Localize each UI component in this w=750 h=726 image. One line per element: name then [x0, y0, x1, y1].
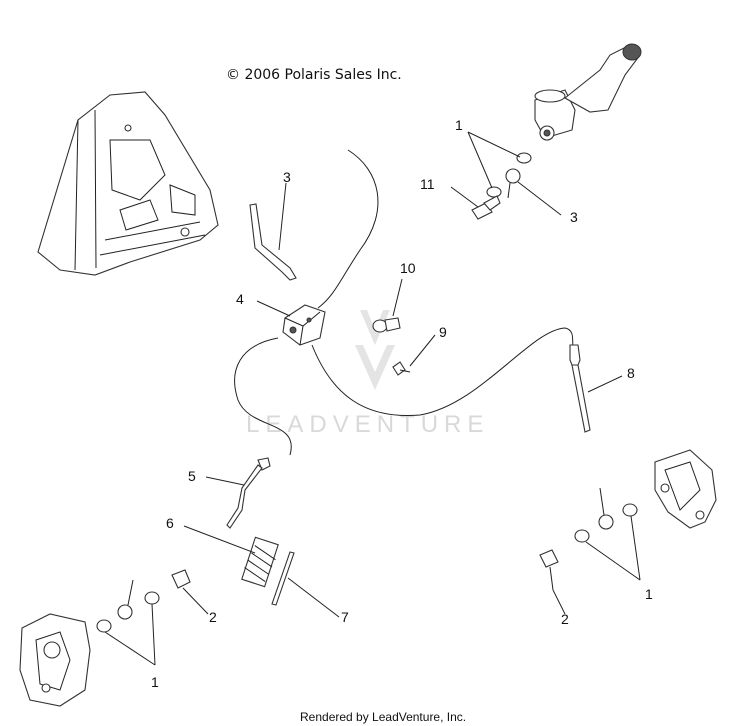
- spring-part: [241, 536, 279, 588]
- callout-3-left: 3: [283, 169, 291, 185]
- bolt-part: [372, 317, 401, 333]
- washer-part: [622, 503, 638, 517]
- callout-5: 5: [188, 468, 196, 484]
- banjo-fitting-part: [505, 168, 521, 199]
- callout-7: 7: [341, 609, 349, 625]
- brake-caliper-left-part: [19, 613, 91, 707]
- brake-hose-line: [311, 327, 574, 417]
- callout-4: 4: [236, 291, 244, 307]
- banjo-fitting-part: [598, 487, 614, 530]
- callout-10: 10: [400, 260, 416, 276]
- watermark: LEADVENTURE: [246, 310, 489, 438]
- master-cylinder-part: [534, 43, 642, 141]
- watermark-text: LEADVENTURE: [246, 411, 489, 438]
- screw-part: [392, 361, 411, 376]
- washer-part: [516, 152, 532, 164]
- callout-8: 8: [627, 365, 635, 381]
- callout-1-top: 1: [455, 117, 463, 133]
- pin-part: [271, 551, 295, 606]
- washer-part: [486, 186, 502, 198]
- callout-9: 9: [439, 324, 447, 340]
- callout-2-left: 2: [209, 609, 217, 625]
- brake-line-rear-part: [569, 344, 591, 433]
- washer-part: [96, 619, 112, 633]
- callout-11: 11: [420, 176, 435, 192]
- banjo-bolt-part: [539, 549, 559, 591]
- washer-part: [144, 591, 160, 605]
- frame-panel-part: [37, 91, 219, 276]
- banjo-fitting-part: [117, 579, 134, 620]
- brake-hose-line: [234, 337, 292, 456]
- banjo-bolt-part: [471, 195, 501, 220]
- footer-text: Rendered by LeadVenture, Inc.: [300, 710, 466, 724]
- brake-hose-line: [317, 149, 379, 309]
- copyright-text: © 2006 Polaris Sales Inc.: [226, 67, 402, 83]
- washer-part: [574, 529, 590, 543]
- callout-1-left: 1: [151, 674, 159, 690]
- junction-block-part: [282, 304, 326, 346]
- callout-1-right: 1: [645, 586, 653, 602]
- brake-line-upper-part: [249, 203, 297, 281]
- banjo-bolt-part: [171, 569, 191, 589]
- brake-caliper-right-part: [654, 449, 717, 529]
- brake-line-front-part: [226, 457, 271, 529]
- callout-2-right: 2: [561, 611, 569, 627]
- leader-lines: [104, 131, 641, 666]
- callout-3-right: 3: [570, 209, 578, 225]
- callout-6: 6: [166, 515, 174, 531]
